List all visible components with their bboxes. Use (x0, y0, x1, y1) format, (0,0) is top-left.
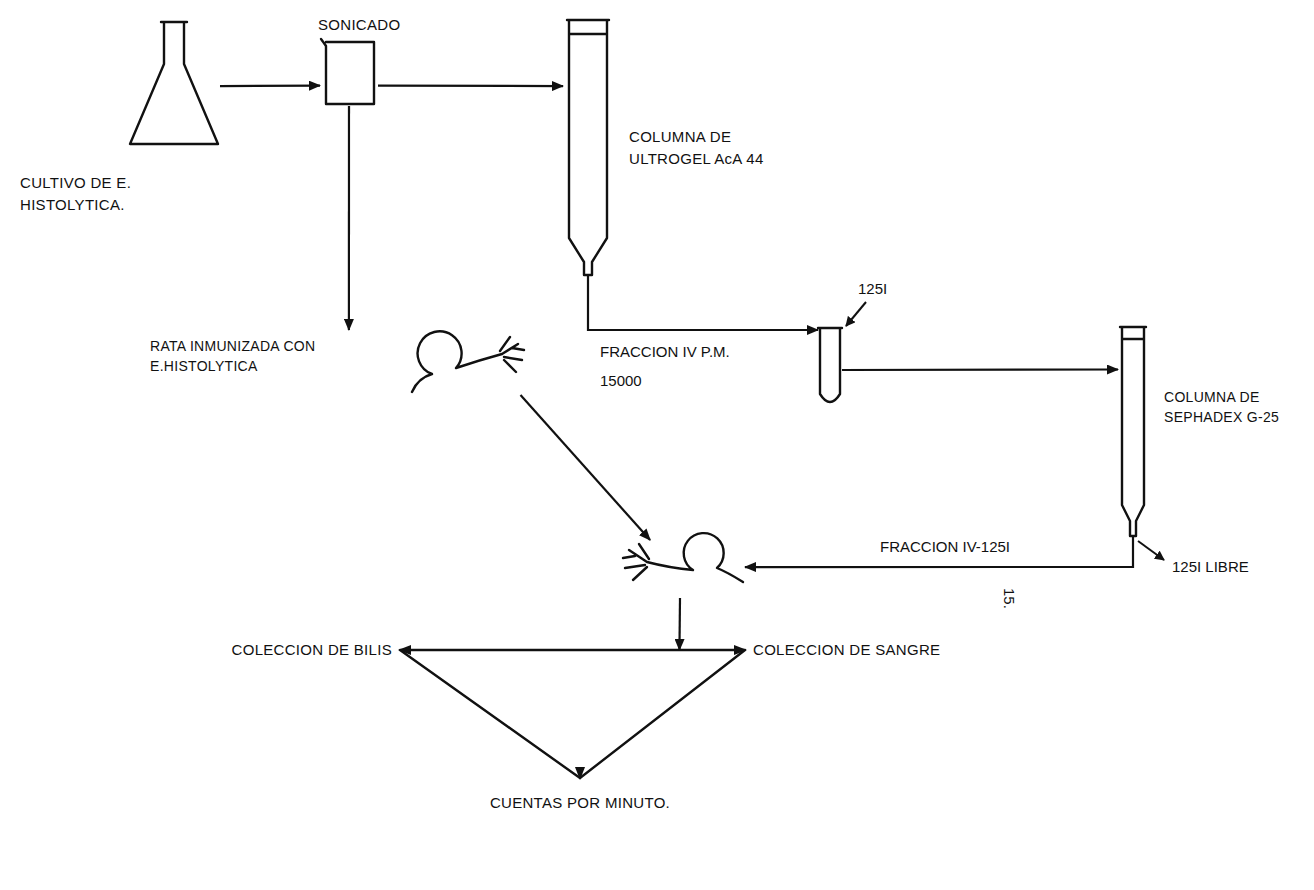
edge-label: FRACCION IV-125I (878, 536, 1012, 558)
node-text: COLUMNA DE ULTROGEL AcA 44 (629, 126, 794, 170)
flow-arrow (745, 537, 1133, 567)
flask-outline (128, 20, 220, 147)
isotope-label: 125I (856, 278, 889, 300)
chromatography-column: COLUMNA DE ULTROGEL AcA 44 (563, 18, 613, 276)
edge-label: FRACCION IV P.M. 15000 (598, 338, 742, 395)
beaker: SONICADO (320, 38, 378, 106)
node-text: RATA INMUNIZADA CON E.HISTOLYTICA (150, 336, 320, 377)
recipient-rat (615, 540, 745, 598)
flow-arrow (348, 106, 350, 330)
flow-arrow (588, 276, 818, 330)
page-number: 15. (998, 586, 1020, 611)
sephadex-column-outline (1118, 325, 1148, 537)
node-text: COLUMNA DE SEPHADEX G-25 (1164, 387, 1304, 428)
free-isotope-label: 125I LIBRE (1170, 556, 1251, 578)
node-text: SONICADO (318, 14, 400, 36)
flow-arrow (678, 598, 681, 650)
iodine-arrow (846, 302, 866, 326)
collection-triangle: COLECCION DE BILISCOLECCION DE SANGRECUE… (400, 650, 745, 778)
test-tube (818, 326, 842, 406)
collection-triangle-outline (400, 650, 745, 778)
free-iodine-arrow (1138, 541, 1164, 560)
flow-arrow (521, 395, 651, 540)
test-tube-outline (818, 326, 842, 406)
flow-arrow (220, 84, 320, 87)
recipient-rat-outline (615, 540, 745, 598)
sephadex-column: COLUMNA DE SEPHADEX G-25 (1118, 325, 1148, 537)
flask: CULTIVO DE E. HISTOLYTICA. (128, 20, 220, 147)
immunized-rat: RATA INMUNIZADA CON E.HISTOLYTICA (150, 330, 540, 395)
node-text: COLECCION DE BILIS (232, 639, 392, 661)
node-text: COLECCION DE SANGRE (753, 639, 940, 661)
chromatography-column-outline (563, 18, 613, 276)
node-text: CUENTAS POR MINUTO. (490, 792, 670, 814)
flow-arrow (842, 368, 1118, 371)
beaker-outline (320, 38, 378, 106)
node-text: CULTIVO DE E. HISTOLYTICA. (20, 172, 160, 216)
flow-arrow (378, 84, 563, 87)
